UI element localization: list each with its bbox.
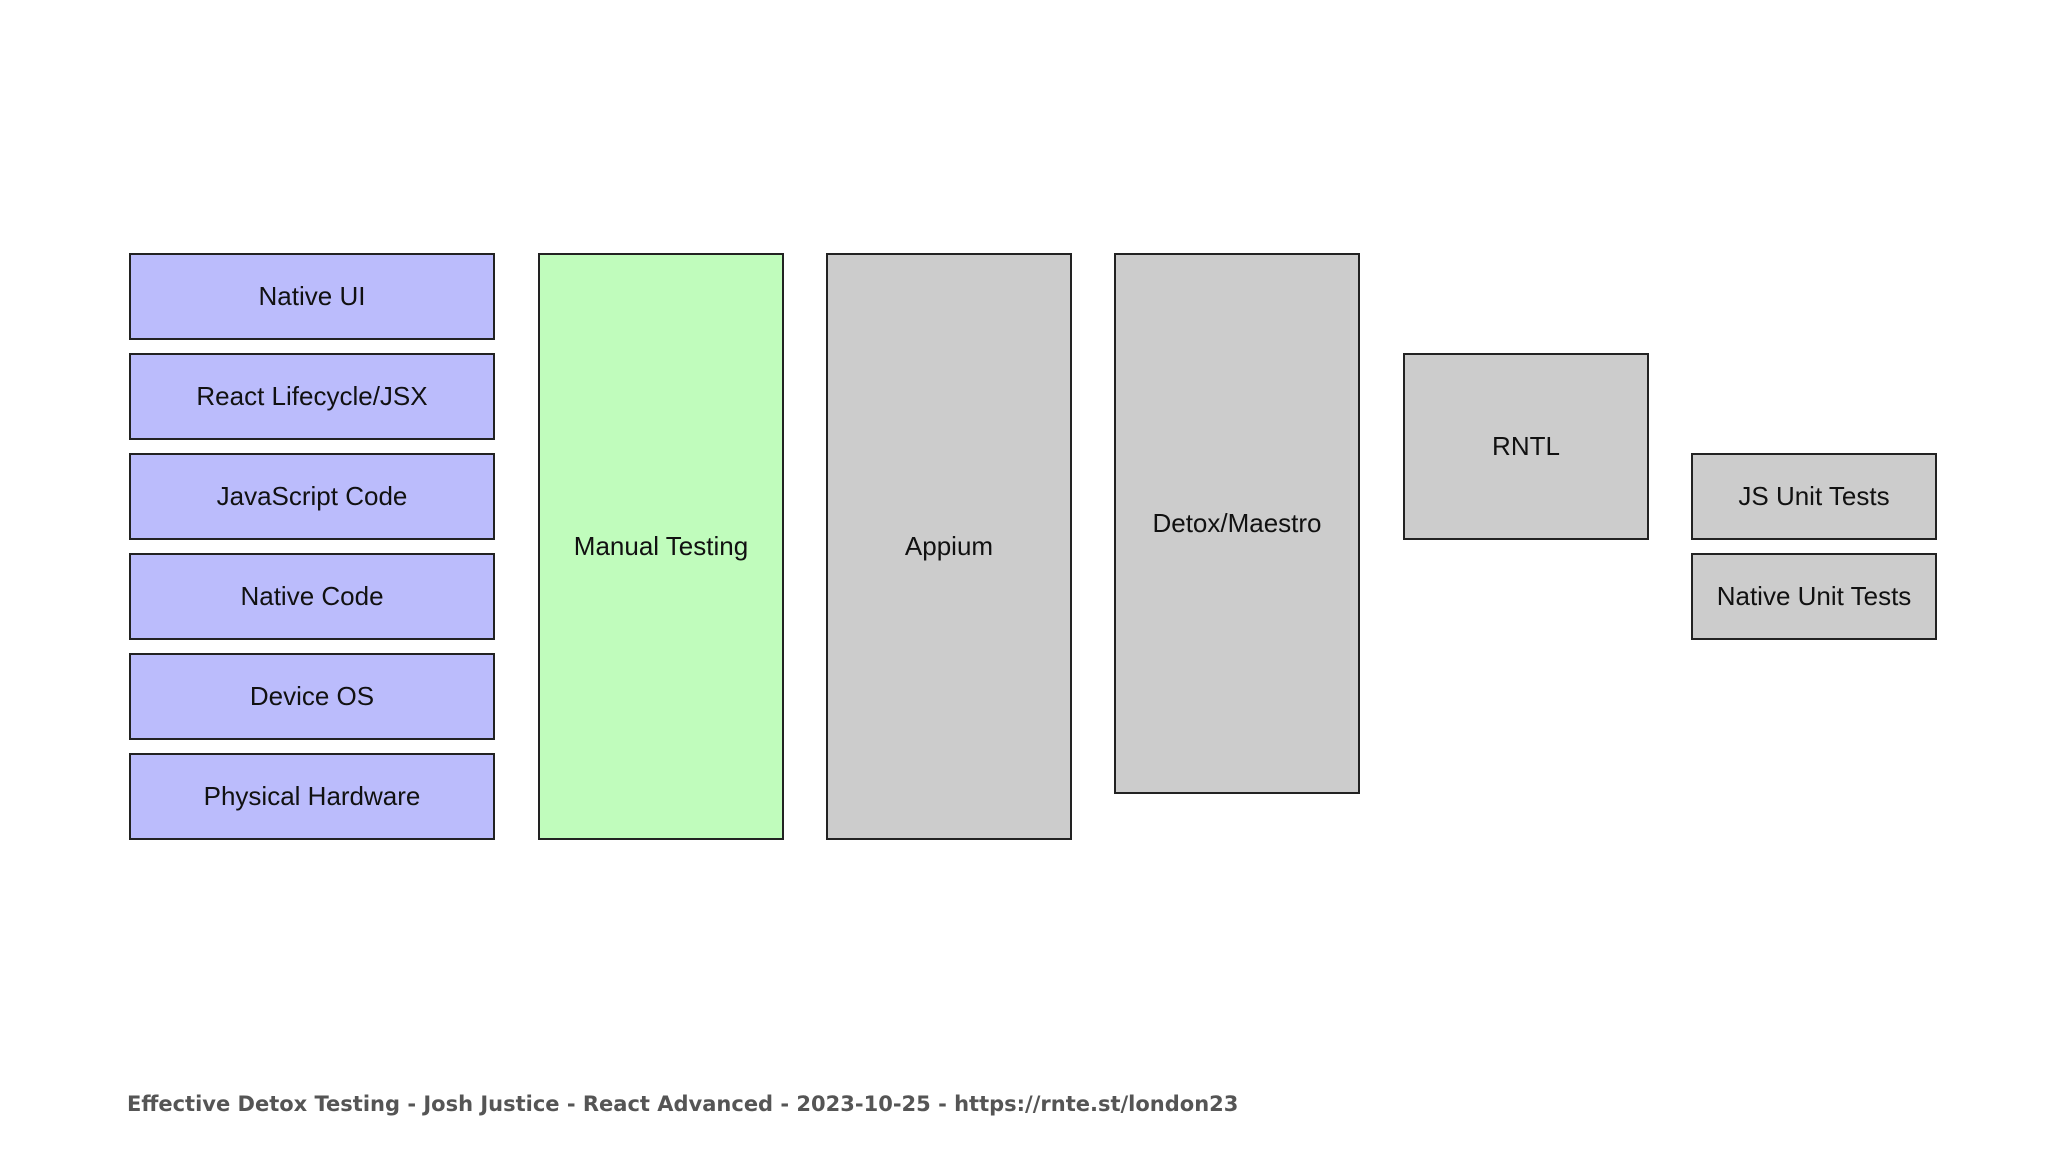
tool-manual-testing: Manual Testing bbox=[538, 253, 784, 840]
layer-native-code: Native Code bbox=[129, 553, 495, 640]
tool-rntl: RNTL bbox=[1403, 353, 1649, 540]
tool-detox-maestro: Detox/Maestro bbox=[1114, 253, 1360, 794]
tool-native-unit-tests: Native Unit Tests bbox=[1691, 553, 1937, 640]
layer-javascript-code: JavaScript Code bbox=[129, 453, 495, 540]
layer-physical-hardware: Physical Hardware bbox=[129, 753, 495, 840]
tool-js-unit-tests: JS Unit Tests bbox=[1691, 453, 1937, 540]
footer-citation: Effective Detox Testing - Josh Justice -… bbox=[127, 1092, 1239, 1116]
tool-appium: Appium bbox=[826, 253, 1072, 840]
layer-react-lifecycle-jsx: React Lifecycle/JSX bbox=[129, 353, 495, 440]
layer-device-os: Device OS bbox=[129, 653, 495, 740]
layer-native-ui: Native UI bbox=[129, 253, 495, 340]
